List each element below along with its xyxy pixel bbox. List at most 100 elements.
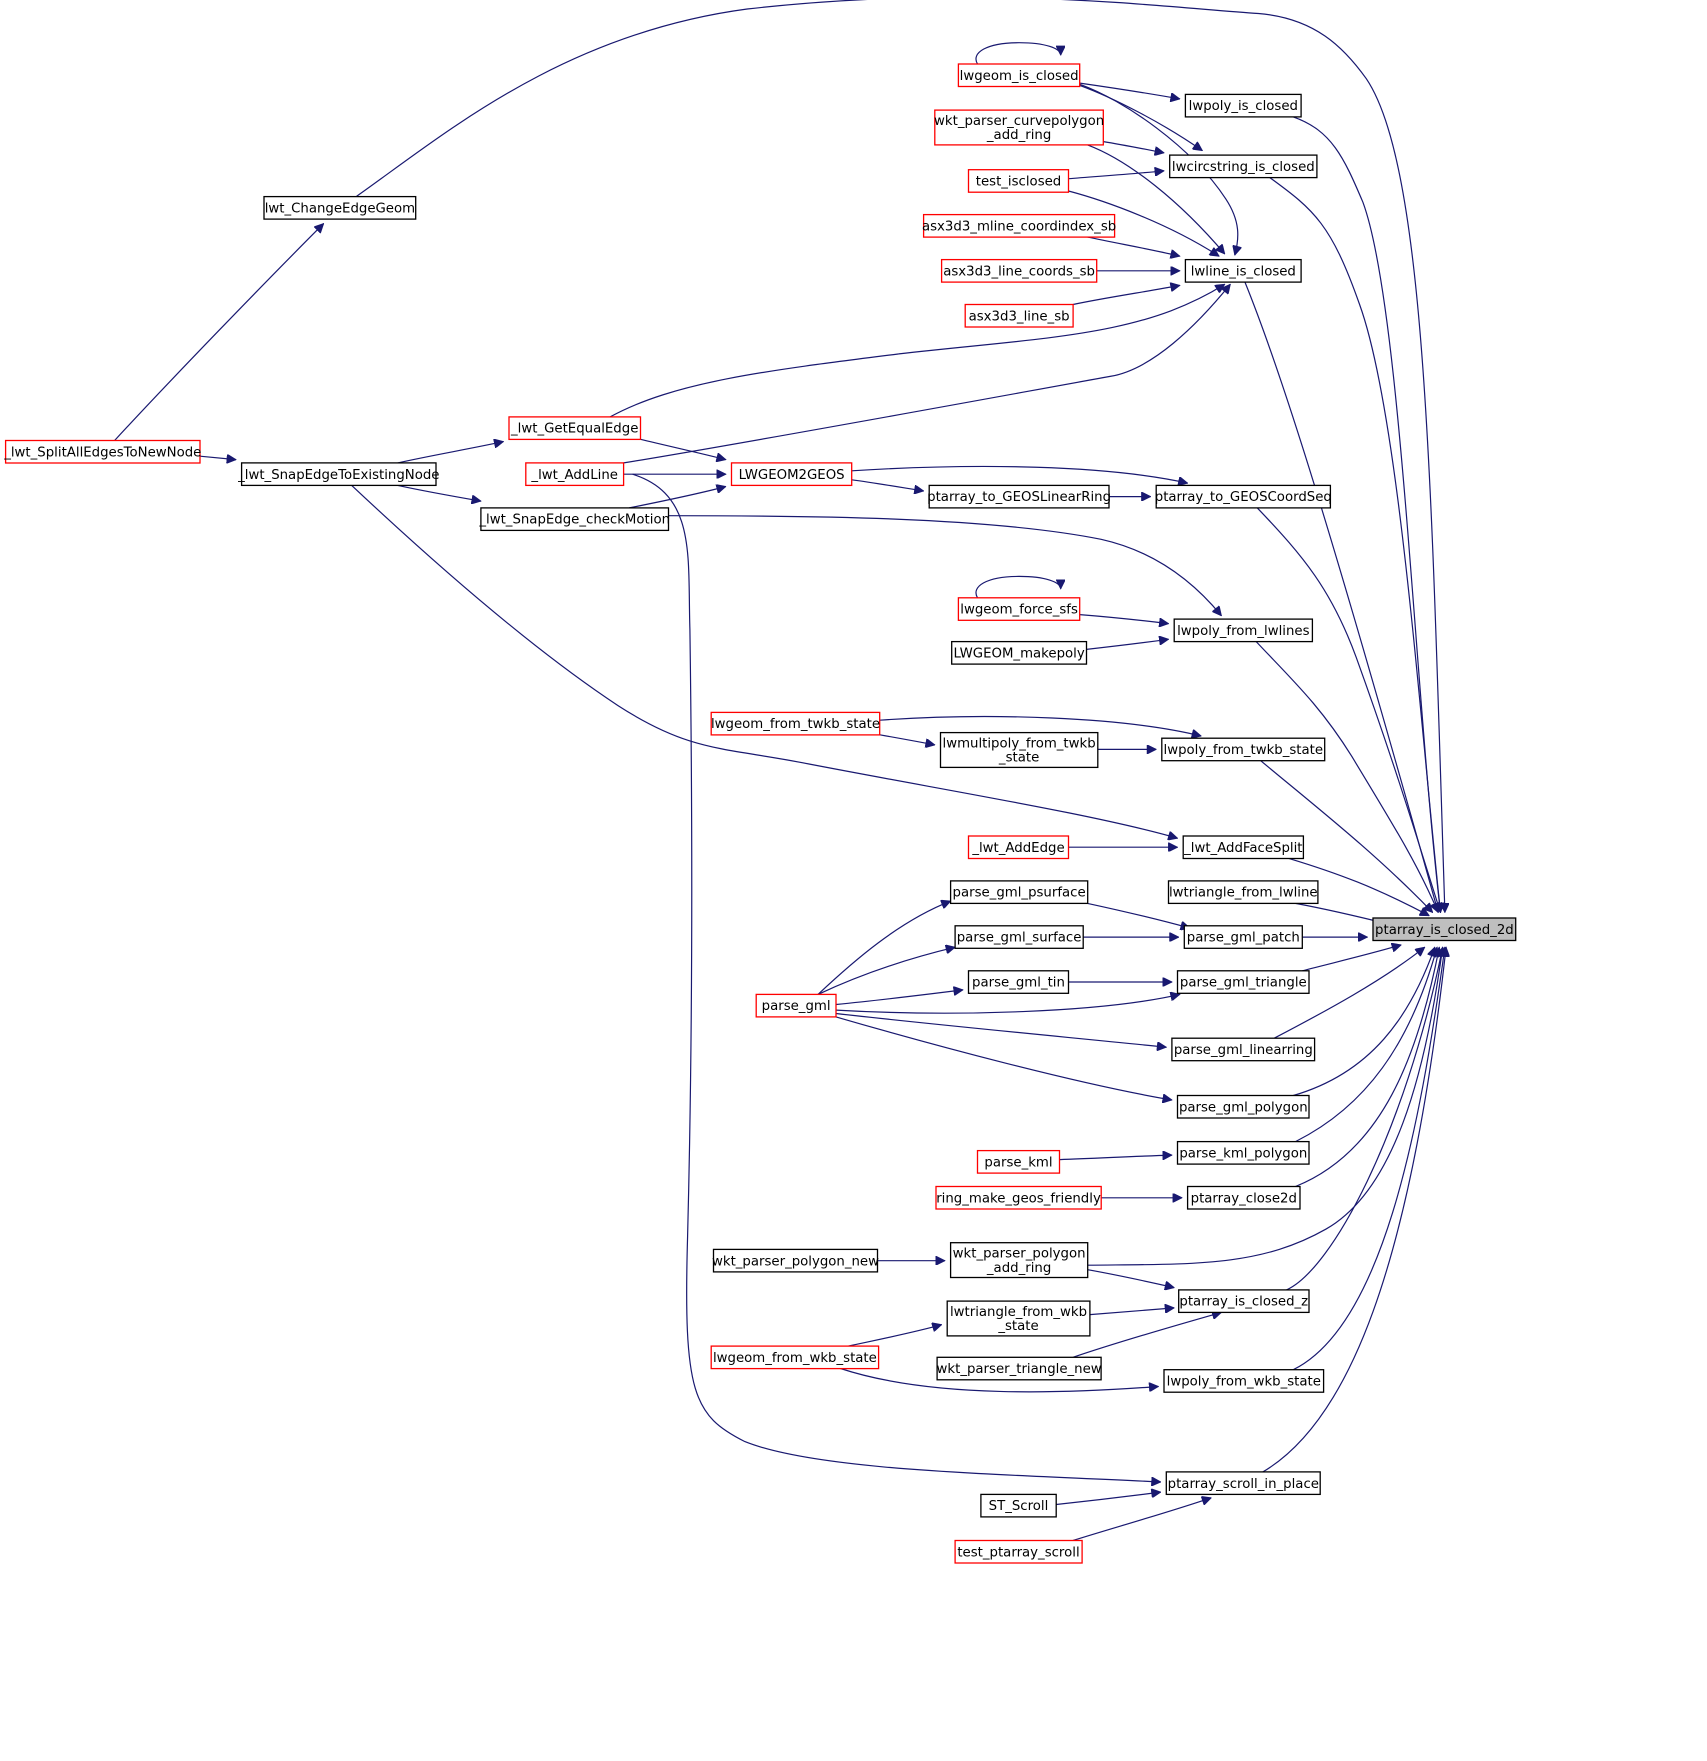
- node-parse_gml_polygon[interactable]: parse_gml_polygon: [1176, 1094, 1310, 1119]
- node-box: [730, 462, 853, 487]
- node-lwmultipoly_from_twkb_state[interactable]: lwmultipoly_from_twkb_state: [939, 731, 1099, 769]
- edge-wkt_parser_polygon_add_ring-to-ptarray_is_closed_2d: [1087, 947, 1443, 1266]
- node-parse_gml_patch[interactable]: parse_gml_patch: [1183, 925, 1303, 949]
- edge-arrow: [1255, 641, 1438, 913]
- edge-arrow: [817, 901, 951, 995]
- edge-arrow: [1072, 1312, 1221, 1358]
- node-box: [1167, 880, 1319, 905]
- node-test_ptarray_scroll[interactable]: test_ptarray_scroll: [954, 1539, 1083, 1564]
- node-lwt_SplitAllEdgesToNewNode[interactable]: _lwt_SplitAllEdgesToNewNode: [3, 439, 201, 464]
- node-ptarray_is_closed_z[interactable]: ptarray_is_closed_z: [1178, 1289, 1310, 1314]
- node-label: _state: [998, 751, 1039, 766]
- node-parse_gml_psurface[interactable]: parse_gml_psurface: [949, 880, 1089, 905]
- node-lwt_GetEqualEdge[interactable]: _lwt_GetEqualEdge: [508, 416, 642, 441]
- edge-arrow: [975, 42, 1061, 65]
- node-LWGEOM_makepoly[interactable]: LWGEOM_makepoly: [951, 640, 1088, 665]
- node-wkt_parser_polygon_add_ring[interactable]: wkt_parser_polygon_add_ring: [949, 1242, 1089, 1279]
- node-lwtriangle_from_wkb_state[interactable]: lwtriangle_from_wkb_state: [946, 1300, 1091, 1337]
- node-lwt_ChangeEdgeGeom[interactable]: lwt_ChangeEdgeGeom: [263, 195, 417, 220]
- edge-wkt_parser_curvepolygon_add_ring-to-lwcircstring_is_closed: [1103, 141, 1164, 153]
- node-lwt_AddLine[interactable]: _lwt_AddLine: [525, 462, 625, 487]
- edge-parse_kml_polygon-to-ptarray_is_closed_2d: [1295, 947, 1438, 1143]
- node-lwline_is_closed[interactable]: lwline_is_closed: [1184, 258, 1302, 283]
- node-label: lwpoly_from_wkb_state: [1167, 1375, 1321, 1390]
- edge-parse_gml_linearring-to-ptarray_is_closed_2d: [1273, 947, 1425, 1039]
- node-asx3d3_line_coords_sb[interactable]: asx3d3_line_coords_sb: [940, 258, 1098, 283]
- node-ptarray_to_GEOSLinearRing[interactable]: ptarray_to_GEOSLinearRing: [927, 484, 1111, 509]
- node-parse_gml_tin[interactable]: parse_gml_tin: [967, 970, 1070, 994]
- node-ptarray_to_GEOSCoordSeq[interactable]: ptarray_to_GEOSCoordSeq: [1155, 484, 1332, 509]
- node-ST_Scroll[interactable]: ST_Scroll: [980, 1493, 1057, 1518]
- node-lwpoly_from_lwlines[interactable]: lwpoly_from_lwlines: [1173, 618, 1314, 643]
- node-label: _add_ring: [986, 128, 1051, 143]
- node-lwgeom_from_twkb_state[interactable]: lwgeom_from_twkb_state: [710, 711, 881, 736]
- node-lwt_AddFaceSplit[interactable]: _lwt_AddFaceSplit: [1182, 835, 1305, 860]
- edge-arrow: [609, 284, 1225, 418]
- node-lwgeom_force_sfs[interactable]: lwgeom_force_sfs: [957, 597, 1081, 621]
- node-box: [712, 1248, 879, 1273]
- edge-arrow: [668, 515, 1222, 616]
- edge-arrow: [640, 438, 726, 459]
- node-parse_kml_polygon[interactable]: parse_kml_polygon: [1176, 1140, 1310, 1165]
- node-lwpoly_from_twkb_state[interactable]: lwpoly_from_twkb_state: [1161, 737, 1326, 762]
- node-box: [1161, 737, 1326, 762]
- edge-arrow: [1072, 285, 1180, 306]
- node-label: lwtriangle_from_wkb: [950, 1305, 1087, 1320]
- node-asx3d3_line_sb[interactable]: asx3d3_line_sb: [964, 303, 1074, 328]
- edge-arrow: [1079, 84, 1203, 150]
- edge-asx3d3_mline_coordindex_sb-to-lwline_is_closed: [1087, 236, 1180, 256]
- node-label: _lwt_AddLine: [530, 468, 618, 483]
- node-wkt_parser_polygon_new[interactable]: wkt_parser_polygon_new: [712, 1248, 879, 1273]
- edge-test_ptarray_scroll-to-ptarray_scroll_in_place: [1072, 1498, 1211, 1542]
- node-lwt_SnapEdgeToExistingNode[interactable]: _lwt_SnapEdgeToExistingNode: [237, 462, 439, 487]
- edge-arrow: [1072, 1498, 1211, 1542]
- node-label: ptarray_scroll_in_place: [1168, 1477, 1319, 1492]
- node-box: [967, 169, 1070, 193]
- edge-parse_gml-to-parse_gml_triangle: [835, 994, 1180, 1014]
- node-wkt_parser_curvepolygon_add_ring[interactable]: wkt_parser_curvepolygon_add_ring: [934, 109, 1104, 146]
- node-label: lwpoly_from_lwlines: [1177, 624, 1310, 639]
- node-parse_gml_linearring[interactable]: parse_gml_linearring: [1171, 1037, 1316, 1062]
- node-box: [967, 970, 1070, 994]
- node-lwpoly_is_closed[interactable]: lwpoly_is_closed: [1184, 93, 1302, 118]
- node-ptarray_close2d[interactable]: ptarray_close2d: [1186, 1185, 1301, 1210]
- node-box: [935, 1185, 1102, 1210]
- node-label: parse_gml_patch: [1187, 931, 1300, 946]
- node-ptarray_scroll_in_place[interactable]: ptarray_scroll_in_place: [1165, 1471, 1321, 1496]
- node-parse_gml_surface[interactable]: parse_gml_surface: [954, 925, 1084, 949]
- node-parse_gml_triangle[interactable]: parse_gml_triangle: [1176, 970, 1310, 994]
- node-lwpoly_from_wkb_state[interactable]: lwpoly_from_wkb_state: [1163, 1369, 1325, 1393]
- edge-arrow: [1256, 507, 1440, 913]
- edge-lwgeom_from_twkb_state-to-lwmultipoly_from_twkb_state: [879, 734, 935, 745]
- node-box: [4, 439, 201, 464]
- node-label: wkt_parser_triangle_new: [937, 1362, 1102, 1377]
- node-lwt_SnapEdge_checkMotion[interactable]: _lwt_SnapEdge_checkMotion: [478, 507, 670, 532]
- node-parse_gml[interactable]: parse_gml: [755, 993, 837, 1018]
- node-box: [1176, 1140, 1310, 1165]
- edge-arrow: [397, 484, 481, 501]
- node-box: [928, 484, 1110, 509]
- node-label: parse_gml_psurface: [953, 886, 1086, 901]
- node-lwgeom_from_wkb_state[interactable]: lwgeom_from_wkb_state: [710, 1345, 880, 1370]
- edge-arrow: [835, 990, 963, 1006]
- node-box: [949, 880, 1089, 905]
- node-lwgeom_is_closed[interactable]: lwgeom_is_closed: [957, 63, 1081, 88]
- edge-wkt_parser_curvepolygon_add_ring-to-lwline_is_closed: [1087, 144, 1225, 254]
- node-lwt_AddEdge[interactable]: _lwt_AddEdge: [967, 835, 1070, 860]
- node-box: [922, 213, 1116, 238]
- node-label: parse_gml_tin: [972, 976, 1065, 991]
- edge-arrow: [1293, 947, 1435, 1097]
- node-box: [1184, 258, 1302, 283]
- node-LWGEOM2GEOS[interactable]: LWGEOM2GEOS: [730, 462, 853, 487]
- node-wkt_parser_triangle_new[interactable]: wkt_parser_triangle_new: [936, 1356, 1102, 1381]
- node-ring_make_geos_friendly[interactable]: ring_make_geos_friendly: [935, 1185, 1102, 1210]
- node-lwcircstring_is_closed[interactable]: lwcircstring_is_closed: [1169, 154, 1318, 179]
- node-parse_kml[interactable]: parse_kml: [976, 1149, 1061, 1174]
- node-asx3d3_mline_coordindex_sb[interactable]: asx3d3_mline_coordindex_sb: [922, 213, 1116, 238]
- node-lwtriangle_from_lwline[interactable]: lwtriangle_from_lwline: [1167, 880, 1319, 905]
- node-test_isclosed[interactable]: test_isclosed: [967, 169, 1070, 193]
- edge-arrow: [1295, 947, 1438, 1143]
- edge-lwt_SnapEdgeToExistingNode-to-lwt_SnapEdge_checkMotion: [397, 484, 481, 501]
- node-box: [976, 1149, 1061, 1174]
- edge-ptarray_to_GEOSCoordSeq-to-ptarray_is_closed_2d: [1256, 507, 1440, 913]
